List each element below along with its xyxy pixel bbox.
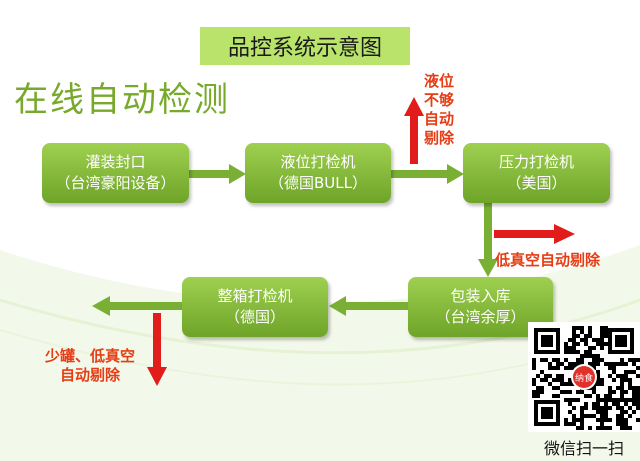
note-line: 自动剔除 — [59, 366, 120, 384]
section-heading: 在线自动检测 — [14, 80, 230, 120]
reject-arrow-level — [404, 97, 424, 164]
node-sublabel: （德国） — [224, 308, 285, 326]
qr-badge-text: 纳食 — [575, 372, 593, 384]
note-carton-reject: 少罐、低真空 自动剔除 — [40, 347, 140, 385]
note-level-reject: 液位 不够 自动 剔除 — [424, 72, 464, 148]
node-label: 灌装封口 — [85, 153, 146, 171]
arrow-filling-to-level — [189, 164, 246, 184]
arrow-carton-outbound — [92, 296, 182, 316]
node-label: 液位打检机 — [280, 153, 356, 171]
qr-caption: 微信扫一扫 — [543, 439, 624, 458]
note-line: 剔除 — [424, 129, 455, 147]
node-sublabel: （美国） — [506, 174, 567, 192]
node-label: 包装入库 — [450, 287, 511, 305]
node-sublabel: （台湾余厚） — [435, 308, 526, 326]
node-packing-storage: 包装入库 （台湾余厚） — [408, 277, 553, 337]
node-carton-inspector: 整箱打检机 （德国） — [182, 277, 328, 337]
wechat-qr-code: 纳食 — [528, 322, 640, 432]
note-line: 液位 — [424, 72, 455, 90]
node-sublabel: （德国BULL） — [269, 174, 367, 192]
node-pressure-inspector: 压力打检机 （美国） — [463, 143, 610, 203]
reject-arrow-pressure — [494, 224, 575, 244]
qr-code-image: 纳食 — [528, 322, 640, 432]
arrow-packing-to-carton — [329, 296, 408, 316]
note-line: 少罐、低真空 — [44, 347, 135, 365]
arrow-pressure-to-packing — [478, 203, 498, 277]
reject-arrow-carton — [147, 313, 167, 386]
node-filling-sealing: 灌装封口 （台湾豪阳设备） — [42, 143, 189, 203]
diagram-title: 品控系统示意图 — [200, 27, 410, 65]
note-low-vacuum-reject: 低真空自动剔除 — [495, 251, 601, 269]
note-line: 自动 — [424, 110, 455, 128]
node-label: 压力打检机 — [498, 153, 574, 171]
node-sublabel: （台湾豪阳设备） — [55, 174, 176, 192]
node-label: 整箱打检机 — [217, 287, 293, 305]
note-line: 不够 — [424, 91, 455, 109]
arrow-level-to-pressure — [391, 164, 464, 184]
node-level-inspector: 液位打检机 （德国BULL） — [245, 143, 391, 203]
